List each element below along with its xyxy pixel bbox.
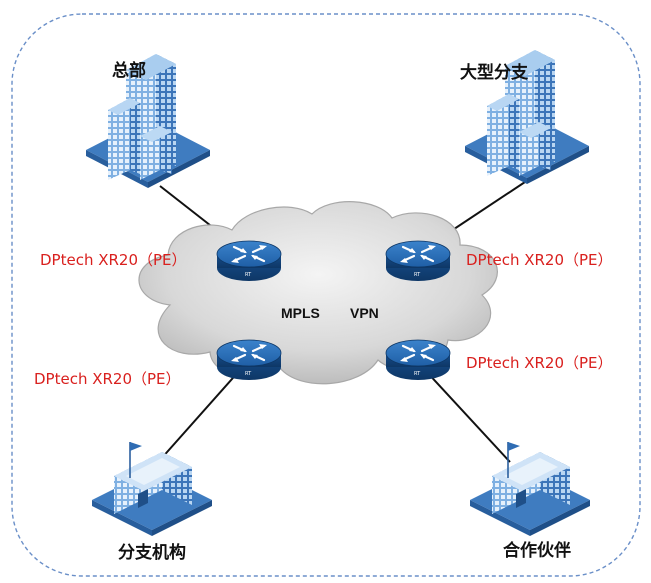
site-label-hq: 总部 xyxy=(112,60,146,81)
router-label-top-right: DPtech XR20（PE） xyxy=(466,251,613,269)
router-top-left: RT xyxy=(215,239,283,283)
router-icon-text: RT xyxy=(245,371,252,377)
site-label-partner: 合作伙伴 xyxy=(503,540,571,561)
router-label-bottom-right: DPtech XR20（PE） xyxy=(466,354,613,372)
site-label-branch: 分支机构 xyxy=(118,542,186,563)
router-label-bottom-left: DPtech XR20（PE） xyxy=(34,370,181,388)
diagram-border xyxy=(11,13,641,577)
site-label-large-branch: 大型分支 xyxy=(460,62,529,83)
branch-building-icon xyxy=(91,441,213,537)
link-partner xyxy=(424,369,511,463)
hq-building-icon xyxy=(86,54,210,188)
router-icon-text: RT xyxy=(245,272,252,278)
router-bottom-right: RT xyxy=(384,338,452,382)
cloud-label-mpls: MPLS xyxy=(281,305,320,321)
router-label-top-left: DPtech XR20（PE） xyxy=(40,251,187,269)
router-top-right: RT xyxy=(384,239,452,283)
partner-building-icon xyxy=(469,441,591,537)
router-icon-text: RT xyxy=(414,371,421,377)
router-bottom-left: RT xyxy=(215,338,283,382)
link-branch xyxy=(159,369,241,461)
router-icon-text: RT xyxy=(414,272,421,278)
cloud-label-vpn: VPN xyxy=(350,305,379,321)
